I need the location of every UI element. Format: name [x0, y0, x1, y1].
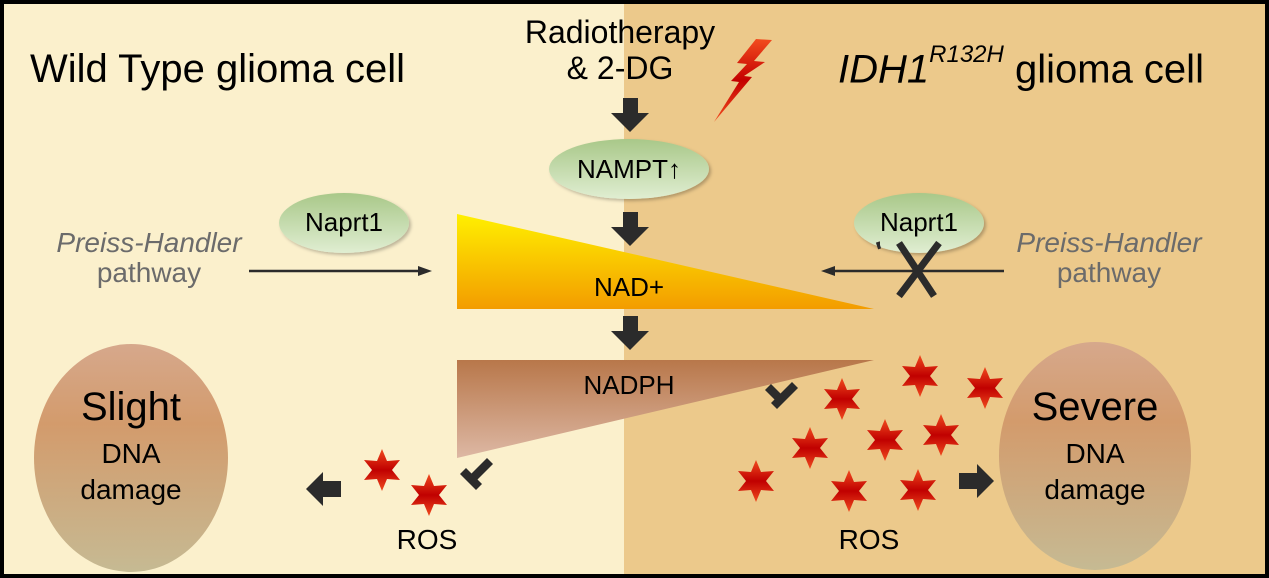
ros-star-right-icon [792, 427, 828, 469]
ros-star-left-icon [364, 449, 400, 491]
ros-star-right-icon [902, 355, 938, 397]
arrow-right-icon [959, 464, 994, 498]
slight-damage-circle [34, 344, 228, 572]
ros-star-right-icon [900, 469, 936, 511]
pathway-name-left: Preiss-Handler [56, 227, 242, 258]
nampt-label: NAMPT↑ [577, 154, 681, 184]
severe-title: Severe [1031, 385, 1159, 429]
idh1-title-rest: glioma cell [1014, 47, 1204, 92]
slight-title: Slight [80, 385, 182, 429]
block-x-icon [896, 240, 942, 299]
treatment-line2: & 2-DG [566, 50, 674, 86]
nadph-label: NADPH [583, 370, 675, 400]
nadph-wedge [457, 360, 874, 458]
ros-label-left: ROS [396, 524, 458, 555]
inhibition-icon-right [765, 382, 798, 409]
wild-type-title: Wild Type glioma cell [30, 47, 405, 91]
slight-damage-label: Slight DNA damage [34, 384, 228, 508]
block-x-icon [875, 241, 882, 250]
severe-damage-label: Severe DNA damage [998, 384, 1192, 508]
ros-star-right-icon [738, 460, 774, 502]
diagram-graphics [34, 39, 1191, 572]
preiss-handler-label-left: Preiss-Handler pathway [34, 228, 264, 288]
preiss-handler-label-right: Preiss-Handler pathway [989, 228, 1229, 288]
idh1-mutation-superscript: R132H [929, 41, 1004, 68]
idh1-gene-name: IDH1 [838, 47, 930, 92]
ros-star-left-icon [411, 474, 447, 516]
nad-label: NAD+ [593, 272, 665, 302]
treatment-label: Radiotherapy & 2-DG [505, 14, 735, 86]
arrow-down-icon [611, 316, 649, 350]
ros-star-right-icon [824, 378, 860, 420]
naprt1-ellipse-right [854, 193, 984, 253]
inhibition-icon-left [460, 458, 493, 490]
nad-wedge [457, 214, 874, 309]
ros-star-right-icon [867, 419, 903, 461]
pathway-arrow-left [249, 266, 432, 276]
ros-label-right: ROS [838, 524, 900, 555]
arrow-down-icon [611, 212, 649, 246]
treatment-line1: Radiotherapy [524, 14, 716, 50]
idh1-title: IDH1R132H glioma cell [838, 41, 1204, 92]
severe-dna: DNA [1065, 438, 1125, 469]
slight-damage: damage [80, 474, 182, 505]
arrow-left-icon [306, 472, 341, 506]
severe-damage: damage [1044, 474, 1146, 505]
naprt1-ellipse-left [279, 193, 409, 253]
pathway-word-left: pathway [96, 257, 202, 288]
naprt1-label-left: Naprt1 [304, 207, 384, 237]
ros-star-right-icon [831, 470, 867, 512]
naprt1-label-right: Naprt1 [879, 207, 959, 237]
nampt-ellipse [549, 139, 709, 199]
ros-star-right-icon [923, 414, 959, 456]
pathway-name-right: Preiss-Handler [1016, 227, 1202, 258]
pathway-word-right: pathway [1056, 257, 1162, 288]
severe-damage-circle [999, 342, 1191, 570]
slight-dna: DNA [101, 438, 161, 469]
radiation-bolt-icon [714, 39, 772, 122]
arrow-down-icon [611, 98, 649, 132]
